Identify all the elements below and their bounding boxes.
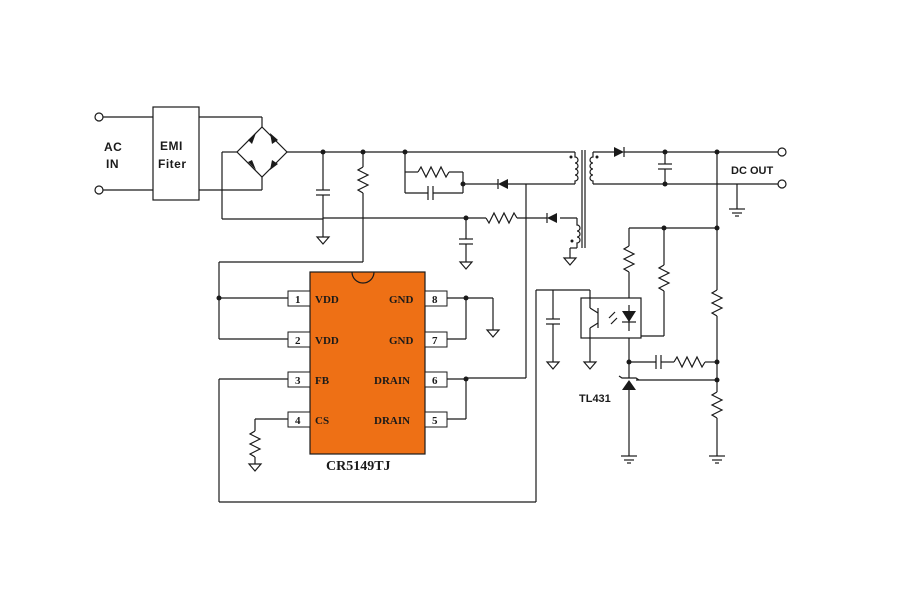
svg-text:1: 1 (295, 294, 301, 306)
cr5149tj-chip (309, 271, 426, 455)
svg-text:8: 8 (432, 294, 438, 306)
pin-5-label: DRAIN (374, 415, 410, 427)
output-rectifier-diode (614, 147, 624, 157)
emi-filter-box (152, 106, 200, 201)
chip-notch (351, 271, 375, 284)
startup-resistor (219, 152, 370, 263)
pin-3-label: FB (315, 375, 330, 387)
svg-text:5: 5 (432, 415, 438, 427)
chip-name: CR5149TJ (326, 459, 391, 474)
filter-label: Fiter (158, 157, 187, 171)
pin-1-label: VDD (315, 294, 339, 306)
pin-4: 4 CS (287, 411, 329, 428)
ac-label: AC (104, 140, 122, 154)
rcd-snubber (402, 149, 575, 200)
pin-7-label: GND (389, 335, 414, 347)
bridge-rectifier (236, 126, 288, 178)
svg-text:3: 3 (295, 375, 301, 387)
aux-winding (576, 218, 581, 248)
tl431-label: TL431 (579, 393, 611, 405)
pin-2-label: VDD (315, 335, 339, 347)
ac-input-terminals (94, 112, 153, 195)
dc-out-positive-terminal (777, 147, 787, 157)
pin-4-label: CS (315, 415, 329, 427)
svg-text:2: 2 (295, 335, 301, 347)
primary-winding (574, 152, 579, 184)
pin-2: 2 VDD (287, 331, 339, 348)
in-label: IN (106, 157, 119, 171)
dc-out-negative-terminal (777, 179, 787, 189)
pin-7: 7 GND (389, 331, 448, 348)
optocoupler (580, 297, 642, 339)
pin-6-label: DRAIN (374, 375, 410, 387)
svg-text:4: 4 (295, 415, 301, 427)
aux-supply (323, 211, 557, 270)
pin-8-label: GND (389, 294, 414, 306)
emi-label: EMI (160, 139, 183, 153)
dc-out-label: DC OUT (731, 165, 773, 177)
pin-3: 3 FB (287, 371, 330, 388)
pin-6: 6 DRAIN (374, 371, 448, 388)
secondary-winding (589, 152, 594, 184)
pin-5: 5 DRAIN (374, 411, 448, 428)
svg-text:7: 7 (432, 335, 438, 347)
svg-text:6: 6 (432, 375, 438, 387)
bulk-capacitor (315, 152, 331, 245)
tl431-shunt-regulator (618, 333, 717, 464)
